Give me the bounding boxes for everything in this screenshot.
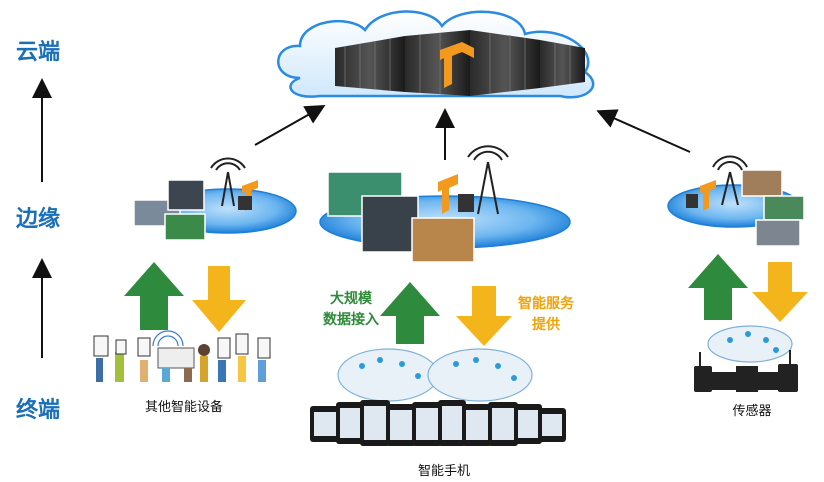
download-arrow-right — [752, 262, 808, 322]
sensor-caption: 传感器 — [732, 404, 772, 419]
tier-label-edge: 边缘 — [16, 207, 61, 232]
edge-to-cloud-arrow-right — [596, 109, 691, 153]
download-arrow-center — [456, 286, 512, 346]
antenna-tower-icon — [467, 145, 509, 215]
edge-to-cloud-arrow-left — [254, 105, 326, 146]
tensorflow-logo-edge-center — [438, 174, 458, 214]
cloud-datacenter-icon — [277, 10, 595, 99]
upload-arrow-center — [380, 282, 440, 344]
tier-label-terminal: 终端 — [16, 398, 61, 423]
data-access-label: 大规模 数据接入 — [323, 291, 379, 328]
sensor-illustration — [694, 325, 798, 392]
edge-node-center — [319, 145, 571, 263]
edge-node-left — [133, 157, 297, 241]
other-devices-illustration — [93, 330, 271, 382]
upload-arrow-left — [124, 262, 184, 330]
antenna-tower-icon — [210, 157, 246, 207]
tensorflow-logo-cloud — [440, 42, 474, 88]
tensorflow-logo-edge-right — [700, 180, 716, 211]
upload-arrow-right — [688, 254, 748, 320]
download-arrow-left — [192, 266, 246, 332]
smartphone-illustration — [310, 348, 566, 446]
other-devices-caption: 其他智能设备 — [144, 400, 223, 415]
service-label: 智能服务 提供 — [518, 296, 574, 333]
tier-label-cloud: 云端 — [16, 40, 61, 65]
antenna-tower-icon — [712, 155, 748, 206]
edge-node-right — [667, 155, 805, 247]
smartphone-caption: 智能手机 — [417, 464, 470, 479]
